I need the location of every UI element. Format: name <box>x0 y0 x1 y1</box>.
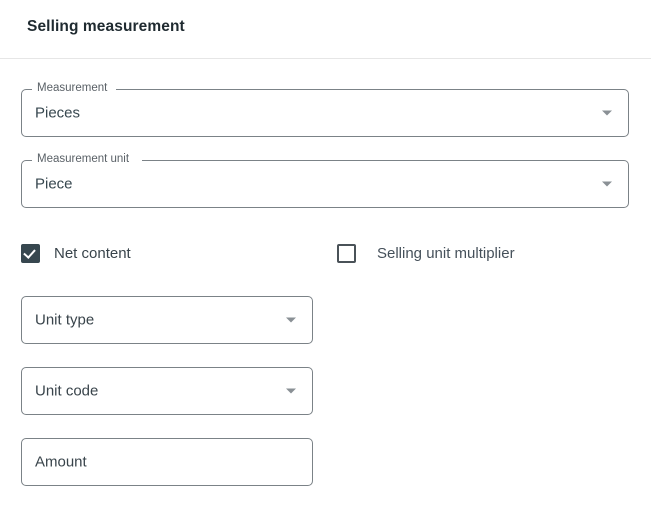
panel-header: Selling measurement <box>0 0 651 59</box>
page-title: Selling measurement <box>27 18 185 35</box>
unit-type-placeholder: Unit type <box>35 311 95 329</box>
field-notch <box>32 88 116 90</box>
net-content-checkbox-item[interactable]: Net content <box>21 240 131 266</box>
chevron-down-icon[interactable] <box>286 388 296 394</box>
selling-unit-multiplier-label: Selling unit multiplier <box>377 244 515 262</box>
check-icon <box>23 245 36 259</box>
chevron-down-icon[interactable] <box>286 317 296 323</box>
selling-unit-multiplier-checkbox[interactable] <box>337 243 356 263</box>
unit-code-placeholder: Unit code <box>35 382 99 400</box>
measurement-unit-select[interactable]: Measurement unit Piece <box>21 153 629 208</box>
field-outline <box>21 89 629 137</box>
chevron-down-icon[interactable] <box>602 110 612 116</box>
field-notch <box>32 159 142 161</box>
measurement-label: Measurement <box>37 82 108 94</box>
measurement-unit-value: Piece <box>35 175 73 193</box>
unit-code-select[interactable]: Unit code <box>21 367 313 415</box>
measurement-value: Pieces <box>35 104 81 122</box>
net-content-label: Net content <box>54 244 131 262</box>
selling-unit-multiplier-checkbox-item[interactable]: Selling unit multiplier <box>337 240 515 266</box>
net-content-checkbox[interactable] <box>21 243 40 263</box>
amount-input[interactable]: Amount <box>21 438 313 486</box>
measurement-select[interactable]: Measurement Pieces <box>21 82 629 137</box>
unit-type-select[interactable]: Unit type <box>21 296 313 344</box>
checkbox-row: Net content Selling unit multiplier <box>0 240 651 266</box>
field-outline <box>21 160 629 208</box>
amount-placeholder: Amount <box>35 453 87 471</box>
measurement-unit-label: Measurement unit <box>37 153 130 165</box>
chevron-down-icon[interactable] <box>602 181 612 187</box>
